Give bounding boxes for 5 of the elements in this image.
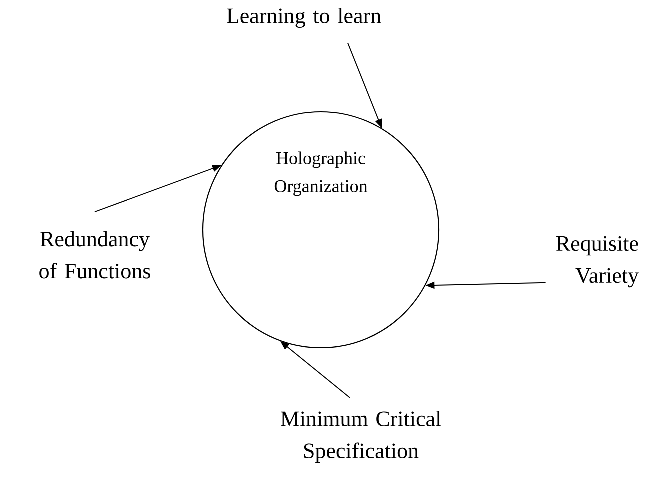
node-label: Requisite Variety bbox=[556, 236, 639, 288]
node-label: Learning to learn bbox=[227, 8, 382, 28]
node-label: Redundancy of Functions bbox=[40, 231, 150, 279]
node-label: Minimum Critical Specification bbox=[280, 411, 442, 463]
circle-label: Holographic Organization bbox=[274, 152, 368, 196]
